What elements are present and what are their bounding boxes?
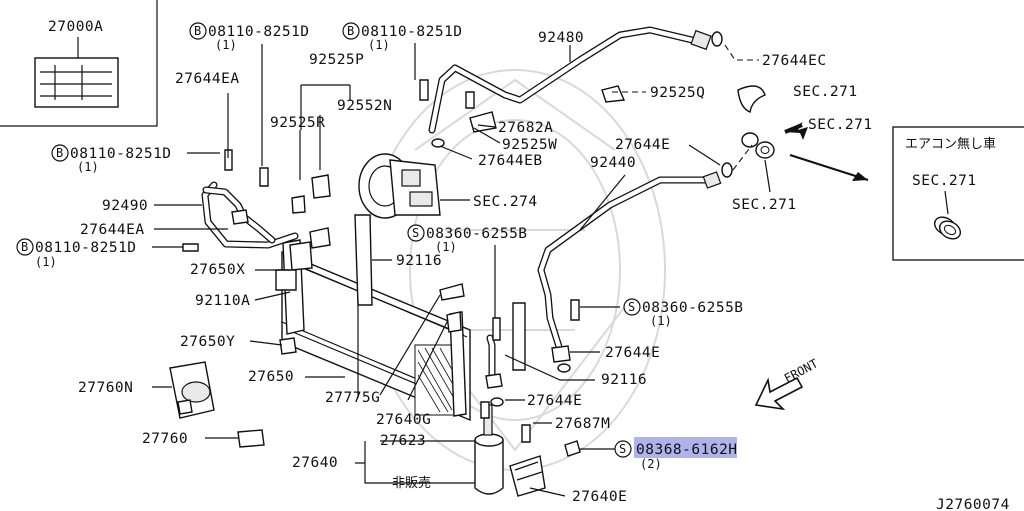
seal-strip-left: [354, 214, 373, 306]
part-label: 27775G: [325, 390, 380, 406]
inset-part-label: 27000A: [48, 19, 103, 35]
qty-label: (1): [77, 160, 99, 174]
bolt-symbol-icon: [189, 22, 207, 40]
symbols: B B B B S S S: [16, 22, 641, 458]
part-label: 27623: [380, 433, 426, 449]
part-label: 08110-8251D: [35, 240, 137, 256]
sec-label: SEC.271: [793, 84, 858, 100]
part-labels: 08110-8251D (1) 08110-8251D (1) 08110-82…: [35, 24, 1010, 511]
qty-label: (2): [640, 457, 662, 471]
sec-label: SEC.274: [473, 194, 538, 210]
leader-lines: [152, 43, 771, 497]
part-label: 27644EA: [80, 222, 145, 238]
part-label: 27687M: [555, 416, 610, 432]
seal-strip-right: [512, 302, 526, 371]
part-label: 92116: [396, 253, 442, 269]
part-label: 27644EC: [762, 53, 827, 69]
part-label: 27760N: [78, 380, 133, 396]
part-label: 27644EB: [478, 153, 543, 169]
part-label: 92110A: [195, 293, 250, 309]
clip-icon: [601, 85, 626, 103]
svg-text:B: B: [56, 146, 63, 160]
part-label: 08110-8251D: [208, 24, 310, 40]
part-label: 27760: [142, 431, 188, 447]
pipes: [201, 26, 716, 384]
part-label: 27644E: [605, 345, 660, 361]
sec-label: SEC.271: [732, 197, 797, 213]
screw-symbol-icon: [407, 224, 425, 242]
fitting-icon: [690, 29, 712, 51]
sec-label: SEC.271: [808, 117, 873, 133]
connector-icon: [237, 429, 265, 448]
no-ac-sec-label: SEC.271: [912, 173, 977, 189]
part-label: 92525W: [502, 137, 557, 153]
fan-motor: [169, 361, 215, 419]
part-label: 92525P: [309, 52, 364, 68]
svg-text:B: B: [194, 24, 201, 38]
part-label: 08360-6255B: [642, 300, 744, 316]
bracket-icon: [439, 283, 465, 301]
qty-label: (1): [368, 38, 390, 52]
part-label-highlighted: 08368-6162H: [636, 442, 738, 458]
arrow-icon: [785, 122, 808, 140]
qty-label: (1): [435, 240, 457, 254]
part-label: 27682A: [498, 120, 553, 136]
bracket-icon: [737, 85, 766, 113]
qty-label: (1): [650, 314, 672, 328]
part-label: 27650Y: [180, 334, 235, 350]
part-label: 92116: [601, 372, 647, 388]
front-label: FRONT: [782, 356, 820, 385]
part-label: 08360-6255B: [426, 226, 528, 242]
front-arrow-icon: [754, 376, 804, 411]
part-label: 27644E: [527, 393, 582, 409]
inset-box: 27000A: [0, 0, 158, 127]
direction-arrows: [754, 122, 869, 411]
part-label: 92525Q: [650, 85, 705, 101]
part-label: 27640: [292, 455, 338, 471]
part-label: 27644EA: [175, 71, 240, 87]
screw-symbol-icon: [623, 298, 641, 316]
drier-bracket-icon: [509, 455, 546, 497]
screw-symbol-icon: [614, 440, 632, 458]
part-label: 08110-8251D: [361, 24, 463, 40]
part-label: 27650: [248, 369, 294, 385]
highlight-box: [634, 437, 737, 458]
bolt-icon: [224, 149, 233, 171]
part-label: 27640G: [376, 412, 431, 428]
bolt-symbol-icon: [342, 22, 360, 40]
not-sold-label: 非販売: [392, 475, 431, 491]
svg-text:S: S: [412, 226, 419, 240]
drawing-id: J2760074: [936, 497, 1010, 511]
bolts: [182, 79, 581, 457]
fittings: [231, 29, 775, 407]
no-ac-title: エアコン無し車: [905, 137, 996, 152]
part-label: 92440: [590, 155, 636, 171]
part-label: 92490: [102, 198, 148, 214]
bolt-symbol-icon: [51, 144, 69, 162]
part-label: 27650X: [190, 262, 245, 278]
part-label: 92552N: [337, 98, 392, 114]
svg-text:S: S: [628, 300, 635, 314]
receiver-drier: [474, 404, 546, 497]
no-ac-box: エアコン無し車 SEC.271: [892, 126, 1024, 261]
part-label: 27640E: [572, 489, 627, 505]
svg-text:S: S: [619, 442, 626, 456]
qty-label: (1): [215, 38, 237, 52]
svg-text:B: B: [347, 24, 354, 38]
bolt-symbol-icon: [16, 238, 34, 256]
label-sticker-icon: [34, 57, 119, 108]
compressor: [358, 153, 441, 219]
qty-label: (1): [35, 255, 57, 269]
part-label: 08110-8251D: [70, 146, 172, 162]
part-label: 92525R: [270, 115, 325, 131]
svg-text:B: B: [21, 240, 28, 254]
part-label: 92480: [538, 30, 584, 46]
part-label: 27644E: [615, 137, 670, 153]
